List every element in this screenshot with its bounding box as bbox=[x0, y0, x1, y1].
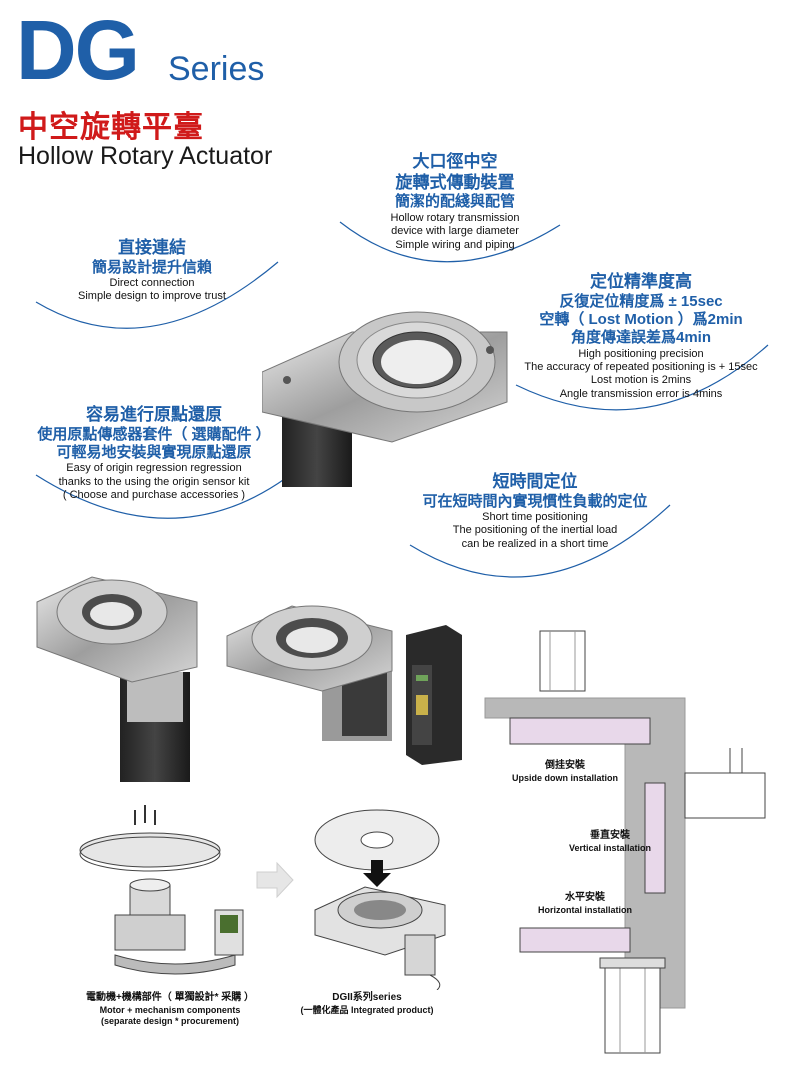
integrated-product-drawing bbox=[314, 809, 446, 990]
feature-desc: Angle transmission error is 4mins bbox=[559, 387, 723, 400]
feature-large-diameter: 大口徑中空 旋轉式傳動裝置 簡潔的配綫與配管 Hollow rotary tra… bbox=[355, 152, 555, 252]
caption-integrated-product: DGII系列series (一體化產品 Integrated product) bbox=[292, 992, 442, 1016]
install-vertical-en: Vertical installation bbox=[568, 842, 652, 853]
feature-desc: ( Choose and purchase accessories ) bbox=[62, 489, 246, 502]
feature-heading: 短時間定位 bbox=[492, 472, 578, 491]
install-vertical-label: 垂直安裝 Vertical installation bbox=[560, 830, 660, 854]
arc-origin bbox=[35, 474, 287, 519]
motor-mechanism-drawing bbox=[79, 805, 244, 975]
feature-desc: Short time positioning bbox=[482, 511, 588, 524]
install-horizontal-zh: 水平安裝 bbox=[565, 892, 605, 903]
caption-motor-zh: 電動機+機構部件（ 單獨設計* 采購 ） bbox=[85, 992, 255, 1003]
feature-desc: High positioning precision bbox=[578, 347, 704, 360]
servo-driver-photo bbox=[406, 625, 462, 765]
feature-subheading: 角度傳達誤差爲4min bbox=[570, 329, 711, 347]
installation-diagram bbox=[484, 630, 766, 1054]
install-horizontal-en: Horizontal installation bbox=[537, 904, 632, 915]
arc-diameter bbox=[339, 221, 561, 263]
feature-desc: Lost motion is 2mins bbox=[590, 374, 692, 387]
arc-direct bbox=[35, 261, 279, 329]
feature-direct-connection: 直接連結 簡易設計提升信賴 Direct connection Simple d… bbox=[52, 238, 252, 304]
product-photo-vertical bbox=[36, 576, 198, 782]
install-vertical-zh: 垂直安裝 bbox=[590, 830, 630, 841]
feature-heading: 直接連結 bbox=[118, 238, 186, 257]
caption-integrated-series: DGII系列series bbox=[332, 992, 402, 1003]
feature-heading: 旋轉式傳動裝置 bbox=[395, 172, 515, 192]
page-title-en: Hollow Rotary Actuator bbox=[18, 142, 273, 170]
arc-precision bbox=[515, 344, 769, 411]
feature-desc: Simple design to improve trust bbox=[78, 290, 226, 303]
arrow-right-icon bbox=[256, 861, 294, 899]
product-photo-main bbox=[262, 311, 508, 487]
feature-subheading: 可輕易地安裝與實現原點還原 bbox=[56, 444, 252, 462]
feature-desc: device with large diameter bbox=[391, 225, 519, 238]
caption-motor-mechanism: 電動機+機構部件（ 單獨設計* 采購 ） Motor + mechanism c… bbox=[70, 992, 270, 1027]
feature-desc: Simple wiring and piping bbox=[395, 238, 515, 251]
brand-logo: DG bbox=[16, 3, 140, 97]
series-label: Series bbox=[168, 50, 265, 88]
page-title-zh: 中空旋轉平臺 bbox=[18, 111, 204, 144]
feature-subheading: 可在短時間內實現慣性負載的定位 bbox=[422, 492, 648, 510]
arc-short bbox=[409, 504, 671, 578]
install-horizontal-label: 水平安裝 Horizontal installation bbox=[525, 892, 645, 916]
feature-origin-regression: 容易進行原點還原 使用原點傳感器套件（ 選購配件 ） 可輕易地安裝與實現原點還原… bbox=[20, 405, 288, 503]
feature-desc: thanks to the using the origin sensor ki… bbox=[58, 475, 250, 488]
feature-desc: Direct connection bbox=[109, 277, 195, 290]
feature-desc: Easy of origin regression regression bbox=[66, 462, 242, 475]
feature-short-time: 短時間定位 可在短時間內實現慣性負載的定位 Short time positio… bbox=[405, 472, 665, 551]
feature-subheading: 簡潔的配綫與配管 bbox=[394, 193, 515, 211]
product-photo-servo bbox=[226, 605, 393, 741]
feature-desc: Hollow rotary transmission bbox=[390, 211, 520, 224]
install-upside-en: Upside down installation bbox=[511, 772, 618, 783]
feature-desc: The positioning of the inertial load bbox=[452, 524, 618, 537]
caption-motor-en1: Motor + mechanism components bbox=[99, 1004, 241, 1015]
feature-subheading: 使用原點傳感器套件（ 選購配件 ） bbox=[37, 425, 271, 443]
feature-subheading: 簡易設計提升信賴 bbox=[91, 258, 212, 276]
feature-heading: 定位精準度高 bbox=[590, 272, 692, 291]
feature-precision: 定位精準度高 反復定位精度爲 ± 15sec 空轉（ Lost Motion ）… bbox=[510, 272, 772, 401]
caption-motor-en2: (separate design * procurement) bbox=[100, 1015, 240, 1026]
install-upside-zh: 倒挂安裝 bbox=[545, 760, 585, 771]
feature-subheading: 空轉（ Lost Motion ）爲2min bbox=[539, 311, 743, 329]
caption-integrated-en: (一體化產品 Integrated product) bbox=[300, 1004, 434, 1015]
install-upside-label: 倒挂安裝 Upside down installation bbox=[505, 760, 625, 784]
feature-heading: 大口徑中空 bbox=[412, 152, 498, 171]
feature-desc: can be realized in a short time bbox=[461, 537, 609, 550]
feature-desc: The accuracy of repeated positioning is … bbox=[524, 361, 758, 374]
feature-subheading: 反復定位精度爲 ± 15sec bbox=[559, 292, 723, 310]
feature-heading: 容易進行原點還原 bbox=[86, 405, 222, 424]
feature-arcs bbox=[35, 221, 769, 578]
